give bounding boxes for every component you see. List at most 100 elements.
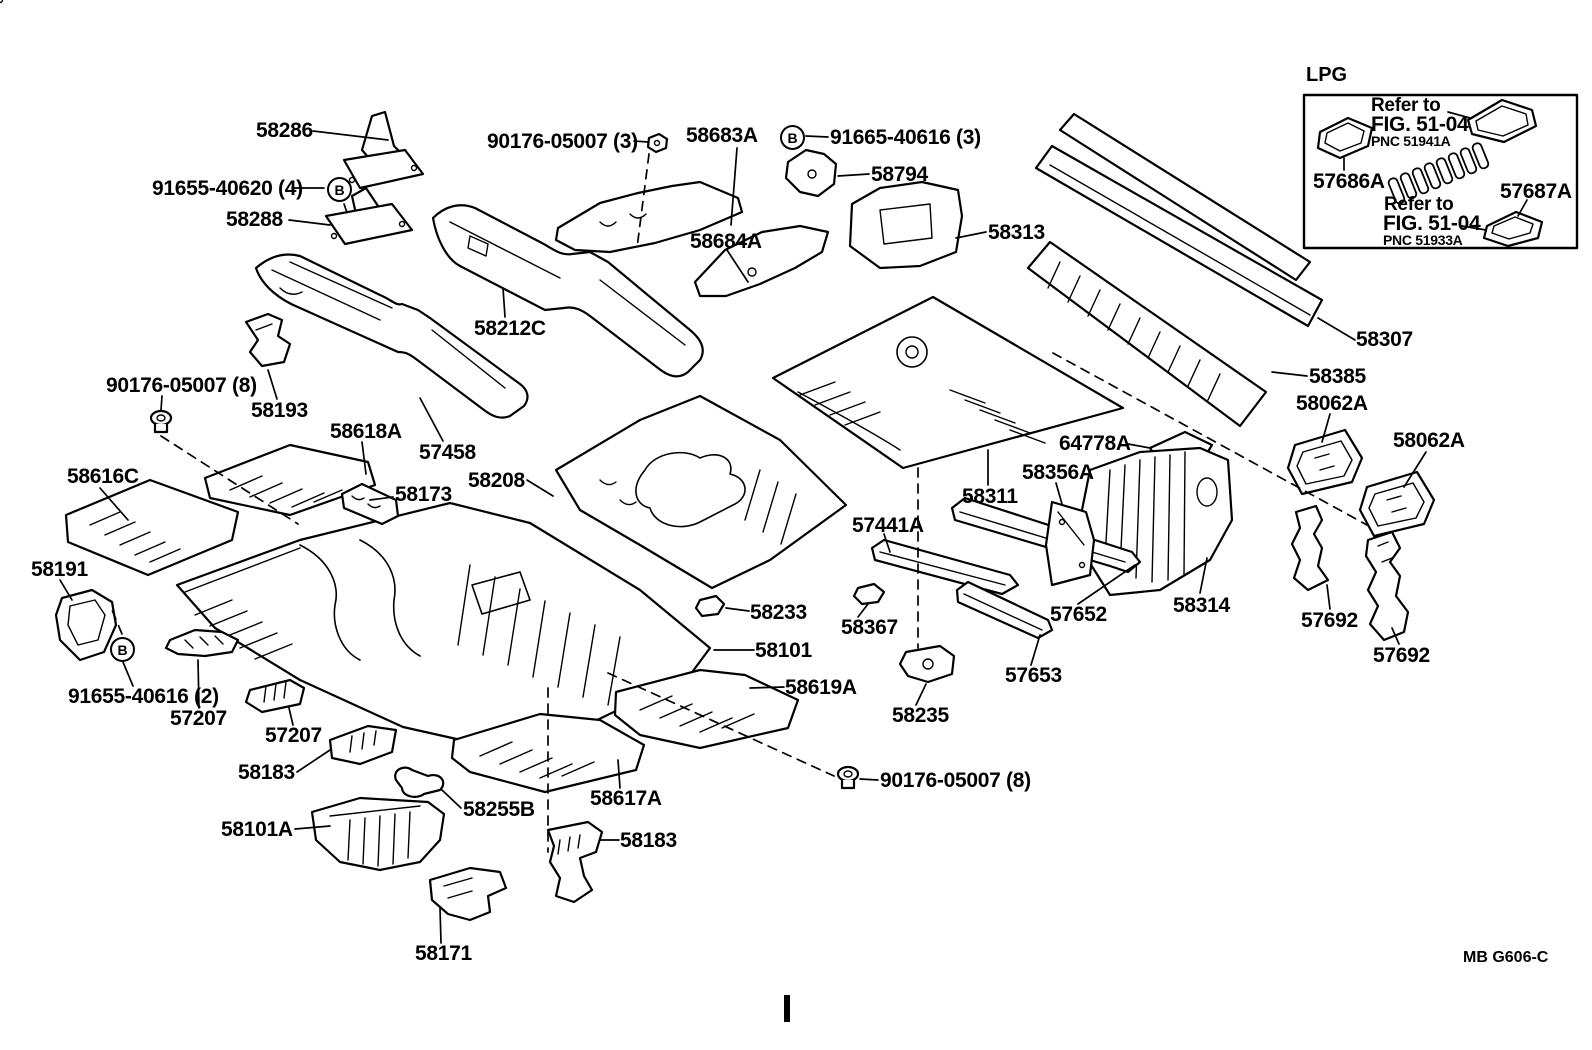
part-shape-58367	[852, 582, 886, 606]
part-shape-57207-left	[164, 628, 240, 658]
part-label-58208: 58208	[468, 469, 525, 492]
bolt-icon	[646, 132, 669, 154]
part-label-58617a: 58617A	[590, 787, 662, 810]
part-label-57687a: 57687A	[1500, 180, 1572, 203]
part-shape-58288	[324, 186, 414, 246]
part-shape-57207-right	[244, 678, 306, 714]
part-label-57653: 57653	[1005, 664, 1062, 687]
part-shape-57692-right	[1364, 530, 1410, 642]
leader-lines	[59, 111, 1528, 944]
part-shape-58062A-right	[1358, 470, 1436, 538]
part-shape-58616C	[64, 478, 240, 577]
fold-mark	[784, 995, 790, 1022]
part-label-64778a: 64778A	[1059, 432, 1131, 455]
part-shape-58212C-crossmember	[431, 204, 704, 378]
part-label-91655-40616-2: 91655-40616 (2)	[68, 685, 219, 708]
grommet-icon-bottom	[836, 765, 860, 790]
part-label-58618a: 58618A	[330, 420, 402, 443]
part-shape-lpg-hose	[1387, 142, 1490, 205]
part-label-57692: 57692	[1301, 609, 1358, 632]
part-label-57207: 57207	[265, 724, 322, 747]
part-shape-58683A	[554, 180, 744, 254]
part-label-58794: 58794	[871, 163, 928, 186]
part-shape-58183-left	[328, 724, 398, 766]
part-label-58619a: 58619A	[785, 676, 857, 699]
part-shape-58171	[428, 866, 508, 922]
part-label-fig-51-04: FIG. 51-04	[1383, 212, 1481, 235]
part-label-91665-40616-3: 91665-40616 (3)	[830, 126, 981, 149]
part-shape-58356A	[1044, 500, 1096, 587]
part-shape-58101	[175, 501, 712, 744]
part-shape-57653	[955, 580, 1054, 640]
part-shape-58619A	[613, 668, 800, 750]
part-label-58235: 58235	[892, 704, 949, 727]
part-shape-58307	[1034, 112, 1324, 328]
part-shape-58684A	[693, 224, 830, 298]
part-label-58191: 58191	[31, 558, 88, 581]
circled-b-marker: B	[327, 177, 352, 202]
part-label-58314: 58314	[1173, 594, 1230, 617]
part-label-58367: 58367	[841, 616, 898, 639]
part-shape-57458-crossmember	[254, 253, 529, 419]
part-label-refer-to: Refer to	[1384, 194, 1454, 215]
part-label-refer-to: Refer to	[1371, 95, 1441, 116]
part-shape-58235	[898, 644, 956, 684]
part-label-58684a: 58684A	[690, 230, 762, 253]
part-label-58062a: 58062A	[1296, 392, 1368, 415]
part-shape-58233	[694, 594, 726, 618]
lpg-box-title: LPG	[1306, 64, 1348, 86]
part-shape-58193	[244, 312, 292, 368]
part-label-58171: 58171	[415, 942, 472, 965]
part-shape-58794	[784, 148, 838, 198]
grommet-icon-top	[149, 409, 173, 434]
part-label-57692: 57692	[1373, 644, 1430, 667]
part-label-57686a: 57686A	[1313, 170, 1385, 193]
part-shape-57687A	[1482, 210, 1544, 248]
part-shape-58062A-left	[1286, 428, 1364, 496]
part-label-58683a: 58683A	[686, 124, 758, 147]
part-label-pnc-51941a: PNC 51941A	[1371, 133, 1451, 149]
part-label-58286: 58286	[256, 119, 313, 142]
part-label-58307: 58307	[1356, 328, 1413, 351]
lpg-inset-box	[1302, 93, 1579, 250]
part-label-58616c: 58616C	[67, 465, 139, 488]
part-shape-lpg-pad-top	[1466, 98, 1538, 144]
part-label-58255b: 58255B	[463, 798, 535, 821]
part-shape-58183-right	[546, 820, 604, 904]
figure-code: MB G606-C	[1463, 949, 1549, 966]
part-label-90176-05007-8: 90176-05007 (8)	[880, 769, 1031, 792]
part-shape-58618A	[203, 443, 377, 517]
part-label-fig-51-04: FIG. 51-04	[1371, 113, 1469, 136]
part-shape-58101A	[310, 796, 446, 872]
part-label-57207: 57207	[170, 707, 227, 730]
part-label-58101: 58101	[755, 639, 812, 662]
part-label-57652: 57652	[1050, 603, 1107, 626]
part-label-58313: 58313	[988, 221, 1045, 244]
part-label-91655-40620-4: 91655-40620 (4)	[152, 177, 303, 200]
circled-b-marker: B	[780, 125, 805, 150]
dashed-lines	[111, 153, 1368, 853]
part-label-58101a: 58101A	[221, 818, 293, 841]
part-label-58212c: 58212C	[474, 317, 546, 340]
part-shape-58311	[771, 295, 1125, 470]
part-label-58173: 58173	[395, 483, 452, 506]
part-label-58288: 58288	[226, 208, 283, 231]
part-shape-58173	[340, 482, 400, 526]
part-label-57458: 57458	[419, 441, 476, 464]
part-shape-58191	[54, 588, 118, 662]
part-label-58193: 58193	[251, 399, 308, 422]
part-label-pnc-51933a: PNC 51933A	[1383, 232, 1463, 248]
part-label-58311: 58311	[962, 485, 1018, 508]
part-label-90176-05007-8: 90176-05007 (8)	[106, 374, 257, 397]
part-label-90176-05007-3: 90176-05007 (3)	[487, 130, 638, 153]
circled-b-marker: B	[110, 637, 135, 662]
part-label-58183: 58183	[238, 761, 295, 784]
part-shape-58255B	[394, 766, 445, 798]
part-shape-58286	[342, 110, 425, 190]
part-label-58183: 58183	[620, 829, 677, 852]
part-shape-57692-left	[1290, 504, 1330, 592]
part-shape-58208	[554, 394, 848, 590]
part-shape-57441A	[870, 538, 1020, 596]
